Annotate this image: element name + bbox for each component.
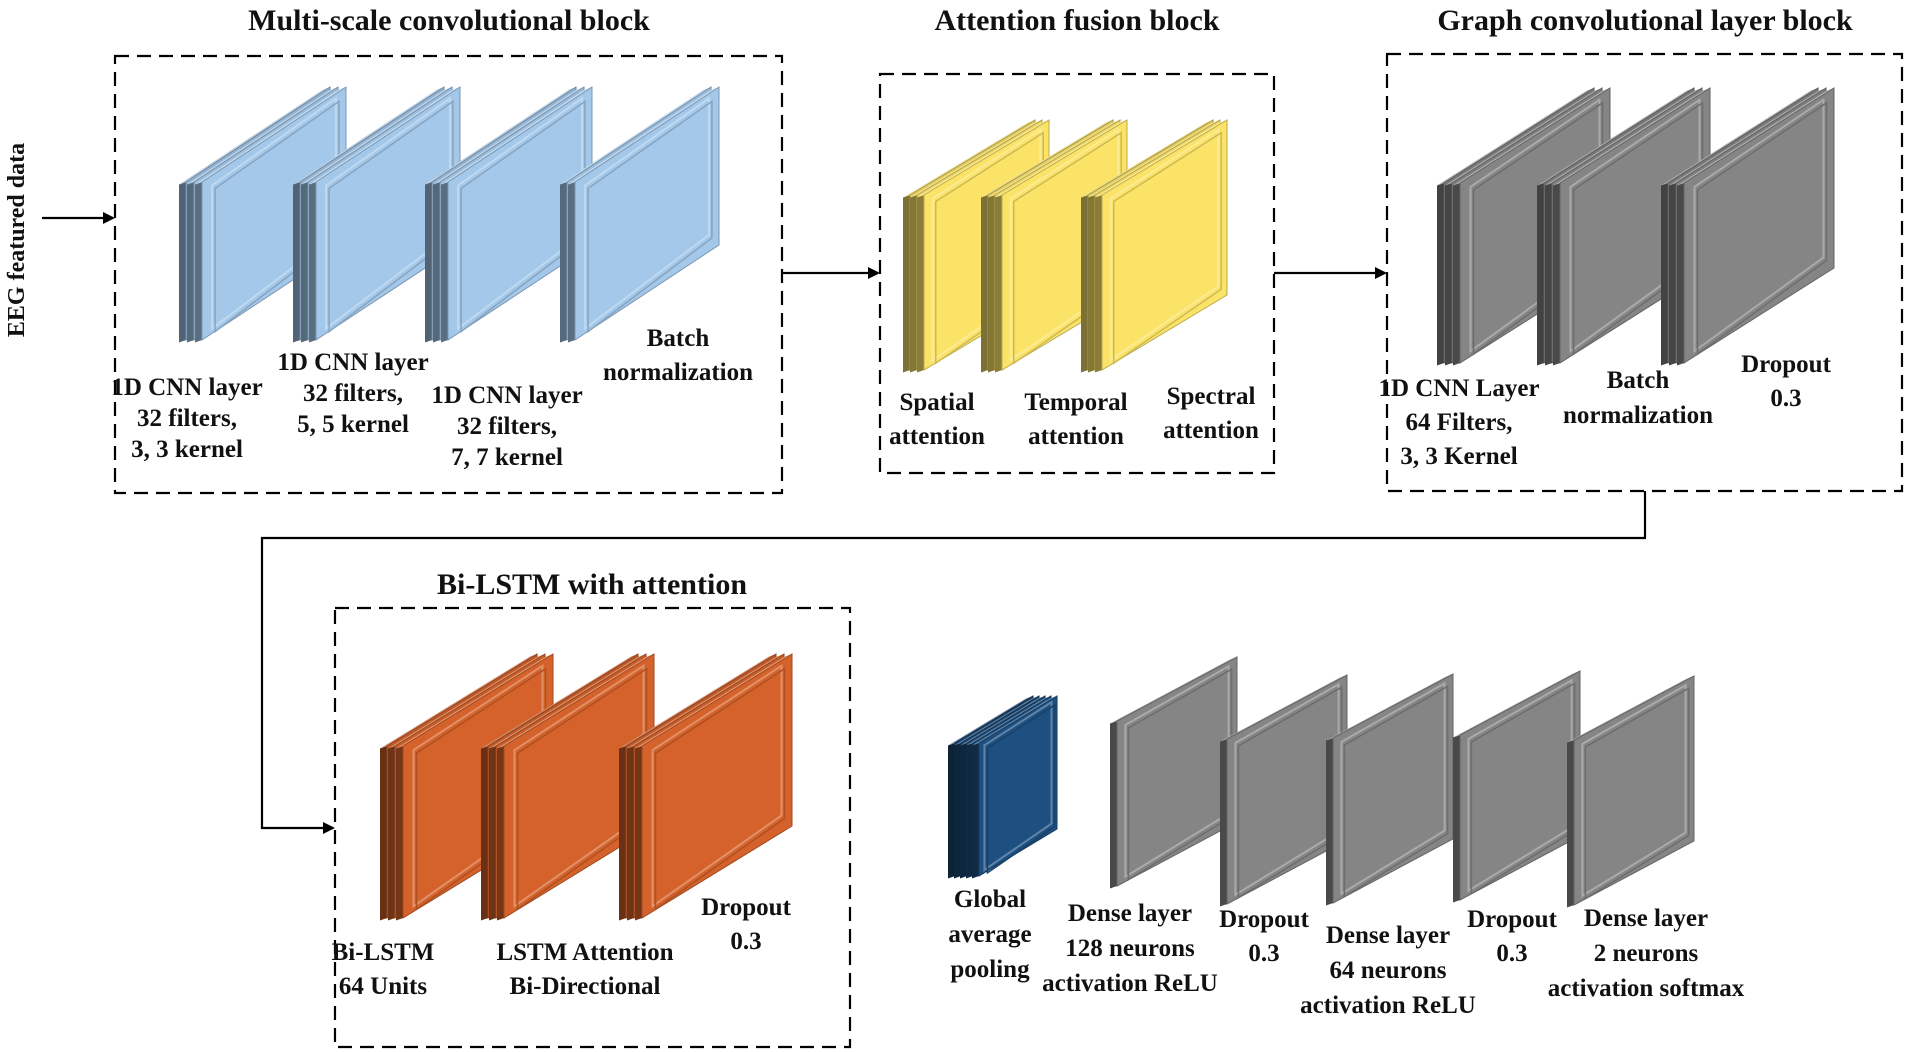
bilstm-layer-1-slab: [380, 653, 554, 921]
graph-block-frame: [1385, 52, 1904, 493]
head-layer-1-slab: [948, 695, 1058, 879]
graph-layer-1-slab: [1437, 87, 1611, 366]
attention-layer-3-slab: [1081, 119, 1228, 373]
bilstm-layer-3-slab: [619, 653, 793, 921]
attention-block-title: Attention fusion block: [934, 4, 1219, 37]
multiscale-block-frame: [113, 54, 784, 495]
graph-to-bilstm-connector: [260, 491, 1647, 834]
graph-layer-3-slab: [1661, 87, 1835, 366]
input-label: EEG featured data: [4, 143, 30, 337]
multiscale-layer-4-slab: [560, 86, 720, 343]
head-layer-4-slab: [1326, 673, 1454, 906]
layer-slabs: [179, 86, 1835, 921]
multiscale-layer-2-slab: [293, 86, 461, 343]
attention-block-frame: [878, 72, 1276, 475]
graph-layer-2-slab: [1537, 87, 1711, 366]
bilstm-block-title: Bi-LSTM with attention: [437, 568, 747, 601]
bilstm-layer-2-slab: [481, 653, 655, 921]
bilstm-block-frame: [333, 606, 852, 1049]
head-layer-2-slab: [1110, 656, 1238, 889]
head-layer-6-slab: [1567, 675, 1695, 908]
multiscale-block-title: Multi-scale convolutional block: [248, 4, 650, 37]
graph-block-title: Graph convolutional layer block: [1437, 4, 1853, 37]
head-layer-5-slab: [1453, 670, 1581, 903]
